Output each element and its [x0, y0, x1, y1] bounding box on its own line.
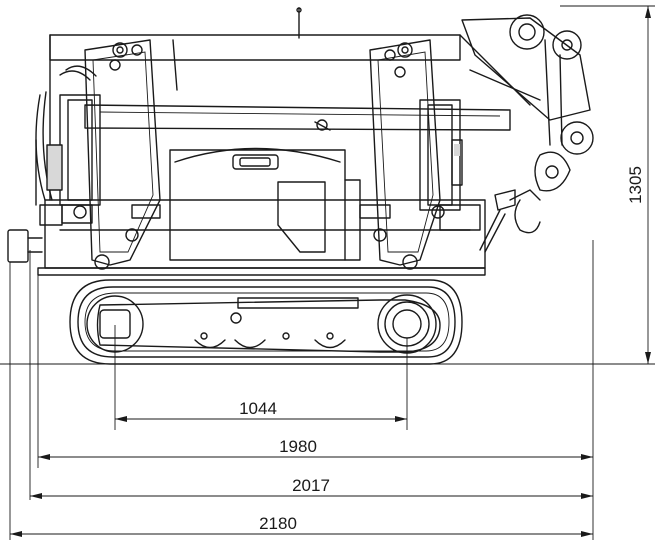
left-outrigger: [39, 39, 161, 270]
dimension-labels: 1305 1044 1980 2017 2180: [239, 166, 645, 533]
dim-track-center-label: 1044: [239, 399, 277, 418]
dim-height-label: 1305: [626, 166, 645, 204]
crane-body: [35, 34, 541, 269]
outrigger-foot: [7, 229, 43, 263]
mast-details: [172, 7, 331, 131]
idler-wheel: [86, 295, 144, 353]
dimension-lines: [0, 5, 655, 540]
drive-sprocket: [377, 294, 437, 354]
dim-width-label: 2017: [292, 476, 330, 495]
dim-track-length-label: 1980: [279, 437, 317, 456]
dim-overall-length-label: 2180: [259, 514, 297, 533]
hook-block: [461, 14, 594, 253]
crawler-track: [37, 267, 486, 365]
right-outrigger: [359, 39, 445, 270]
